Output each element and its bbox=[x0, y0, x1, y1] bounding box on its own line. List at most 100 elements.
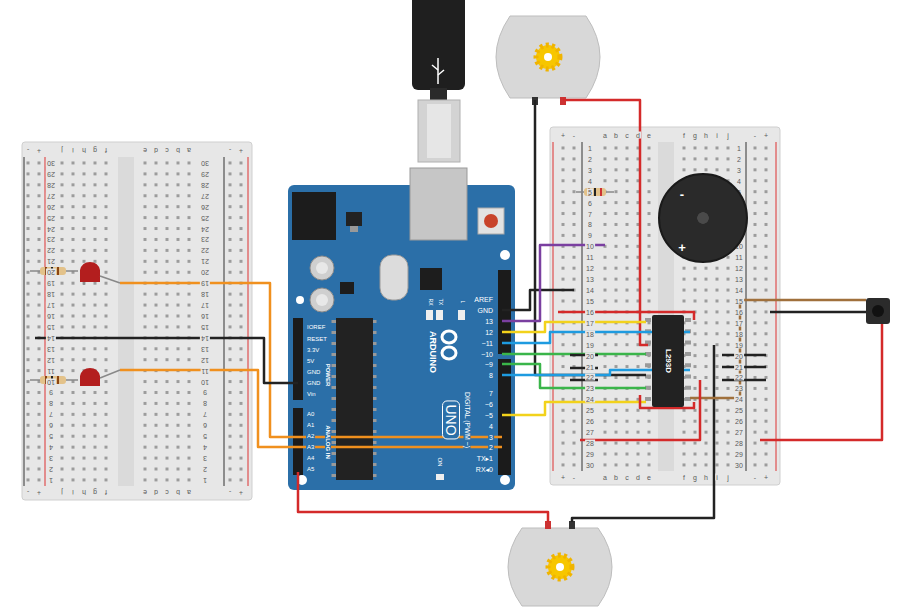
breadboard-label: 18 bbox=[46, 291, 56, 298]
breadboard-label: 18 bbox=[200, 291, 210, 298]
pin-label: L bbox=[460, 300, 465, 305]
breadboard-label: 27 bbox=[46, 192, 56, 199]
breadboard-label: 21 bbox=[734, 363, 744, 370]
breadboard-label: 14 bbox=[585, 287, 595, 294]
breadboard-label: h bbox=[81, 147, 87, 154]
pin-label: A3 bbox=[306, 444, 315, 450]
breadboard-label: 18 bbox=[734, 330, 744, 337]
breadboard-label: f bbox=[104, 489, 108, 496]
breadboard-label: - bbox=[228, 489, 232, 496]
breadboard-label: d bbox=[153, 489, 159, 496]
pin-label: RESET bbox=[306, 336, 328, 342]
pin-label: A4 bbox=[306, 455, 315, 461]
breadboard-label: 5 bbox=[587, 188, 593, 195]
breadboard-label: 10 bbox=[46, 378, 56, 385]
breadboard-label: 12 bbox=[200, 356, 210, 363]
breadboard-label: e bbox=[142, 147, 148, 154]
breadboard-label: - bbox=[228, 147, 232, 154]
breadboard-label: 7 bbox=[48, 411, 54, 418]
driver-chip: L293D bbox=[652, 315, 684, 407]
breadboard-label: 21 bbox=[200, 258, 210, 265]
breadboard-label: 30 bbox=[46, 159, 56, 166]
breadboard-label: 28 bbox=[585, 440, 595, 447]
breadboard-label: - bbox=[26, 147, 30, 154]
pin-label: GND bbox=[476, 307, 494, 314]
breadboard-label: 20 bbox=[200, 269, 210, 276]
breadboard-label: 1 bbox=[736, 144, 742, 151]
pin-label: ~5 bbox=[484, 412, 494, 419]
breadboard-label: 13 bbox=[200, 345, 210, 352]
breadboard-label: 27 bbox=[734, 429, 744, 436]
breadboard-label: f bbox=[682, 474, 686, 481]
pin-label: 8 bbox=[488, 372, 494, 379]
breadboard-label: 15 bbox=[46, 323, 56, 330]
breadboard-label: - bbox=[753, 474, 757, 481]
breadboard-label: i bbox=[71, 489, 75, 496]
breadboard-label: i bbox=[71, 147, 75, 154]
breadboard-label: + bbox=[763, 132, 769, 139]
breadboard-label: g bbox=[92, 147, 98, 154]
ir-sensor bbox=[866, 298, 890, 324]
pin-label: POWER bbox=[325, 363, 331, 388]
breadboard-label: 14 bbox=[46, 334, 56, 341]
breadboard-label: b bbox=[613, 474, 619, 481]
breadboard-label: 16 bbox=[734, 308, 744, 315]
breadboard-label: 23 bbox=[585, 385, 595, 392]
piezo-buzzer: -+ bbox=[658, 173, 748, 263]
breadboard-label: + bbox=[560, 132, 566, 139]
breadboard-label: 2 bbox=[736, 155, 742, 162]
breadboard-label: 17 bbox=[734, 319, 744, 326]
breadboard-label: 24 bbox=[46, 225, 56, 232]
breadboard-label: 25 bbox=[585, 407, 595, 414]
breadboard-label: c bbox=[164, 489, 170, 496]
breadboard-label: 4 bbox=[48, 444, 54, 451]
pin-label: ~10 bbox=[480, 351, 494, 358]
breadboard-label: 24 bbox=[734, 396, 744, 403]
arduino-board bbox=[288, 168, 515, 490]
breadboard-label: 28 bbox=[46, 181, 56, 188]
breadboard: -+jihgfedcba-+30292827262524232221201918… bbox=[22, 142, 252, 500]
pin-label: A1 bbox=[306, 422, 315, 428]
breadboard-label: 22 bbox=[46, 247, 56, 254]
breadboard-label: 9 bbox=[48, 389, 54, 396]
pin-label: ARDUINO bbox=[428, 330, 437, 374]
breadboard-label: 7 bbox=[202, 411, 208, 418]
breadboard-label: 24 bbox=[585, 396, 595, 403]
breadboard-label: 30 bbox=[585, 461, 595, 468]
breadboard-label: 10 bbox=[200, 378, 210, 385]
polarity-mark: - bbox=[680, 188, 684, 201]
breadboard-label: 23 bbox=[734, 385, 744, 392]
breadboard-label: 20 bbox=[46, 269, 56, 276]
breadboard-label: 25 bbox=[200, 214, 210, 221]
pin-label: ~11 bbox=[481, 340, 494, 347]
breadboard-label: 27 bbox=[200, 192, 210, 199]
breadboard-label: 23 bbox=[46, 236, 56, 243]
breadboard-label: b bbox=[175, 489, 181, 496]
breadboard-label: 16 bbox=[200, 312, 210, 319]
pin-label: DIGITAL (PWM ~) bbox=[464, 391, 471, 449]
usb-cable bbox=[412, 0, 465, 162]
breadboard-label: + bbox=[560, 474, 566, 481]
breadboard-label: 28 bbox=[734, 440, 744, 447]
breadboard-label: + bbox=[36, 147, 42, 154]
pin-label: ~6 bbox=[484, 401, 494, 408]
pin-label: RX bbox=[428, 298, 433, 307]
breadboard-label: a bbox=[186, 147, 192, 154]
breadboard-label: 6 bbox=[48, 422, 54, 429]
pin-label: IOREF bbox=[306, 324, 326, 330]
breadboard-body bbox=[22, 142, 252, 500]
breadboard-label: 5 bbox=[48, 433, 54, 440]
pin-label: 3.3V bbox=[306, 347, 320, 353]
pin-label: 12 bbox=[484, 329, 494, 336]
breadboard-label: i bbox=[715, 132, 719, 139]
breadboard-label: 22 bbox=[734, 374, 744, 381]
breadboard-label: 26 bbox=[200, 203, 210, 210]
breadboard-label: 21 bbox=[585, 363, 595, 370]
breadboard-label: 19 bbox=[585, 341, 595, 348]
pin-label: RX◂0 bbox=[475, 466, 494, 473]
breadboard-label: 21 bbox=[46, 258, 56, 265]
breadboard-label: 29 bbox=[200, 170, 210, 177]
breadboard-label: h bbox=[703, 132, 709, 139]
breadboard-label: g bbox=[692, 474, 698, 481]
breadboard-label: 29 bbox=[734, 451, 744, 458]
